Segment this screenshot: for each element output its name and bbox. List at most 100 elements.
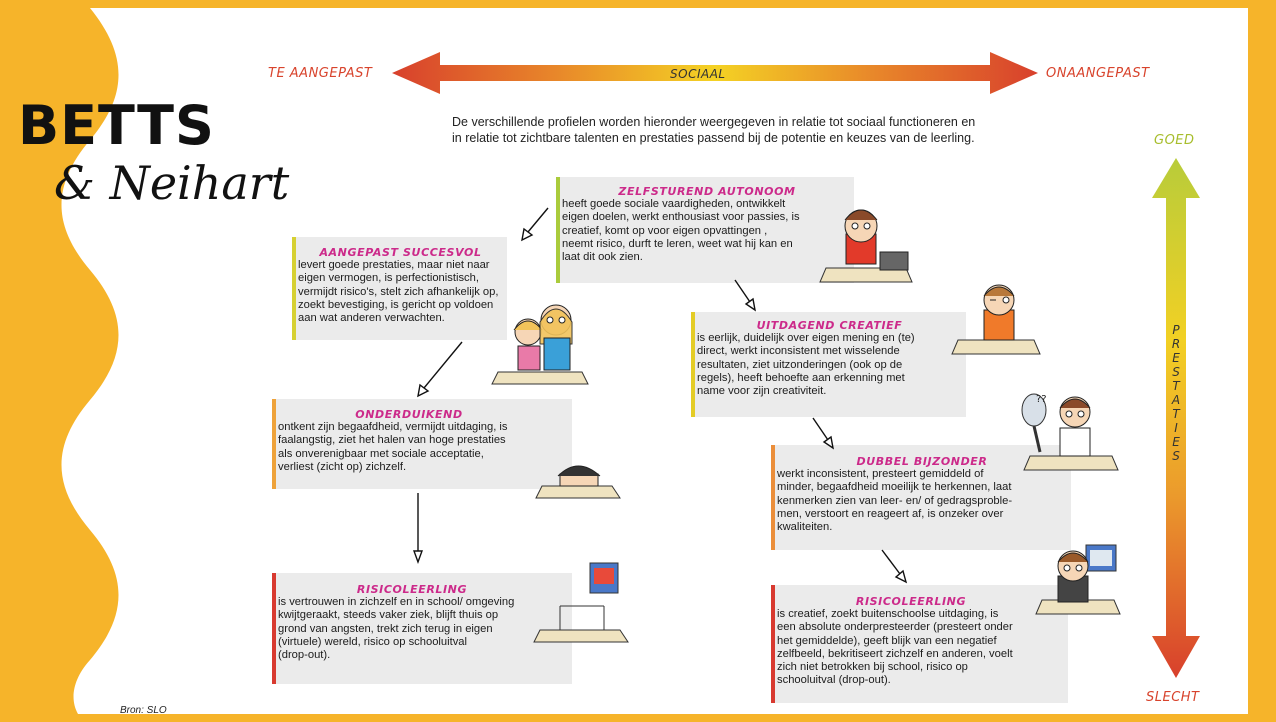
- student-illustration: [491, 304, 589, 385]
- profile-line: heeft goede sociale vaardigheden, ontwik…: [562, 198, 786, 210]
- box-risico1-bar: [272, 573, 276, 684]
- flow-arrow: [423, 341, 463, 389]
- title-line1: BETTS: [18, 94, 215, 157]
- box-uitdagend-bg: [691, 312, 966, 417]
- profile-line: creatief, komt op voor eigen opvattingen…: [562, 224, 768, 237]
- axis-bottom-label: SLECHT: [1146, 690, 1200, 705]
- prestaties-letter: S: [1172, 449, 1180, 463]
- prestaties-letter: S: [1172, 365, 1180, 379]
- profile-uitdagend: UITDAGEND CREATIEF is eerlijk, duidelijk…: [697, 319, 962, 398]
- profile-line: (drop-out).: [278, 649, 331, 662]
- profile-onderduikend: ONDERDUIKEND ontkent zijn begaafdheid, v…: [278, 408, 540, 474]
- profile-line: levert goede prestaties, maar niet naar: [298, 259, 490, 271]
- profile-line: name voor zijn creativiteit.: [697, 385, 827, 398]
- profile-line: is eerlijk, duidelijk over eigen mening …: [697, 332, 915, 344]
- profile-line: eigen vermogen, is perfectionistisch,: [298, 272, 479, 285]
- profile-heading: ZELFSTUREND AUTONOOM: [618, 185, 796, 198]
- profile-heading: DUBBEL BIJZONDER: [856, 455, 988, 468]
- prestaties-letter: T: [1172, 407, 1180, 421]
- profile-line: direct, werkt inconsistent met wisselend…: [697, 345, 900, 358]
- flow-arrow: [822, 435, 834, 450]
- profile-line: neemt risico, durft te leren, weet wat h…: [562, 237, 793, 250]
- axis-top-label: GOED: [1154, 133, 1195, 148]
- profile-line: werkt inconsistent, presteert gemiddeld …: [777, 468, 984, 480]
- question-marks: ??: [1036, 394, 1047, 405]
- profile-line: regels), heeft behoefte aan erkenning me…: [697, 371, 905, 384]
- profile-zelfsturend: ZELFSTUREND AUTONOOM heeft goede sociale…: [562, 185, 852, 264]
- profile-line: aan wat anderen verwachten.: [298, 312, 445, 325]
- box-aangepast-bg: [292, 237, 507, 340]
- profile-line: grond van angsten, trekt zich terug in e…: [278, 622, 493, 635]
- profile-line: kwaliteiten.: [777, 521, 833, 534]
- prestaties-letter: P: [1172, 323, 1180, 337]
- student-illustration: [951, 284, 1041, 355]
- source-label: Bron: SLO: [120, 705, 167, 716]
- profile-line: kwijtgeraakt, steeds vaker ziek, blijft …: [278, 609, 499, 622]
- flow-arrow: [744, 297, 756, 312]
- prestaties-letter: E: [1172, 351, 1180, 365]
- flow-arrow: [527, 207, 549, 233]
- profile-line: als onverenigbaar met sociale acceptatie…: [278, 447, 484, 460]
- profile-line: minder, begaafdheid moeilijk te herkenne…: [777, 481, 1012, 494]
- double-arrow-vertical: [1152, 158, 1200, 678]
- profile-line: zoekt bevestiging, is gericht op voldoen: [298, 298, 494, 311]
- profile-line: is vertrouwen in zichzelf en in school/ …: [278, 596, 515, 608]
- prestaties-vertical-label: P R E S T A T I E S: [1169, 323, 1183, 463]
- prestaties-letter: E: [1172, 435, 1180, 449]
- profile-line: resultaten, ziet uitzonderingen (ook op …: [697, 358, 903, 371]
- profile-line: een absolute onderpresteerder (presteert…: [777, 621, 1013, 634]
- profile-aangepast: AANGEPAST SUCCESVOL levert goede prestat…: [298, 246, 503, 325]
- prestaties-letter: T: [1172, 379, 1180, 393]
- student-illustration: [535, 465, 621, 499]
- profile-line: laat dit ook zien.: [562, 251, 643, 264]
- double-arrow-horizontal: [392, 52, 1038, 94]
- prestaties-letter: I: [1174, 421, 1178, 435]
- profile-heading: AANGEPAST SUCCESVOL: [319, 246, 482, 259]
- magnifying-glass-illustration: ??: [1021, 393, 1119, 471]
- box-dubbel-bar: [771, 445, 775, 550]
- profile-heading: RISICOLEERLING: [356, 583, 468, 596]
- box-risico1-bg: [272, 573, 572, 684]
- flow-arrow: [881, 549, 901, 575]
- box-risico2-bar: [771, 585, 775, 703]
- profile-risico2: RISICOLEERLING is creatief, zoekt buiten…: [777, 595, 1045, 688]
- profile-line: is creatief, zoekt buitenschoolse uitdag…: [777, 608, 999, 620]
- profile-line: zich niet betrokken bij school, risico o…: [777, 661, 968, 674]
- prestaties-letter: A: [1171, 393, 1181, 407]
- profile-heading: ONDERDUIKEND: [355, 408, 463, 421]
- student-illustration: [819, 209, 913, 283]
- profile-heading: UITDAGEND CREATIEF: [756, 319, 903, 332]
- axis-right-label: ONAANGEPAST: [1046, 66, 1150, 81]
- intro-text: De verschillende profielen worden hieron…: [452, 114, 975, 146]
- axis-left-label: TE AANGEPAST: [268, 66, 373, 81]
- intro-line: in relatie tot zichtbare talenten en pre…: [452, 131, 975, 145]
- profile-line: faalangstig, ziet het halen van hoge pre…: [278, 434, 506, 447]
- profile-line: het gemiddelde), geeft blijk van een neg…: [777, 634, 997, 647]
- flow-arrow: [894, 569, 908, 584]
- box-onderduikend-bg: [272, 399, 572, 489]
- profile-line: zelfbeeld, bekritiseert zichzelf en ande…: [777, 647, 1013, 660]
- profile-line: ontkent zijn begaafdheid, vermijdt uitda…: [278, 421, 508, 433]
- flow-arrows: [413, 207, 908, 584]
- box-dubbel-bg: [771, 445, 1071, 550]
- framed-picture-illustration: [533, 562, 629, 643]
- profile-line: schooluitval (drop-out).: [777, 674, 891, 687]
- flow-arrow: [413, 550, 423, 565]
- box-uitdagend-bar: [691, 312, 695, 417]
- prestaties-letter: R: [1171, 337, 1181, 351]
- box-zelfsturend-bar: [556, 177, 560, 283]
- flow-arrow: [812, 417, 829, 441]
- flow-arrow: [734, 279, 751, 303]
- profile-line: eigen doelen, werkt enthousiast voor pas…: [562, 211, 800, 224]
- profile-heading: RISICOLEERLING: [855, 595, 967, 608]
- flow-arrow: [521, 227, 534, 242]
- axis-center-label: SOCIAAL: [670, 67, 726, 81]
- box-zelfsturend-bg: [556, 177, 854, 283]
- box-onderduikend-bar: [272, 399, 276, 489]
- profile-line: verliest (zicht op) zichzelf.: [278, 460, 407, 473]
- box-risico2-bg: [771, 585, 1068, 703]
- profile-dubbel: DUBBEL BIJZONDER werkt inconsistent, pre…: [777, 455, 1067, 534]
- profile-line: men, verstoort en reageert af, is onzeke…: [777, 507, 1004, 520]
- box-aangepast-bar: [292, 237, 296, 340]
